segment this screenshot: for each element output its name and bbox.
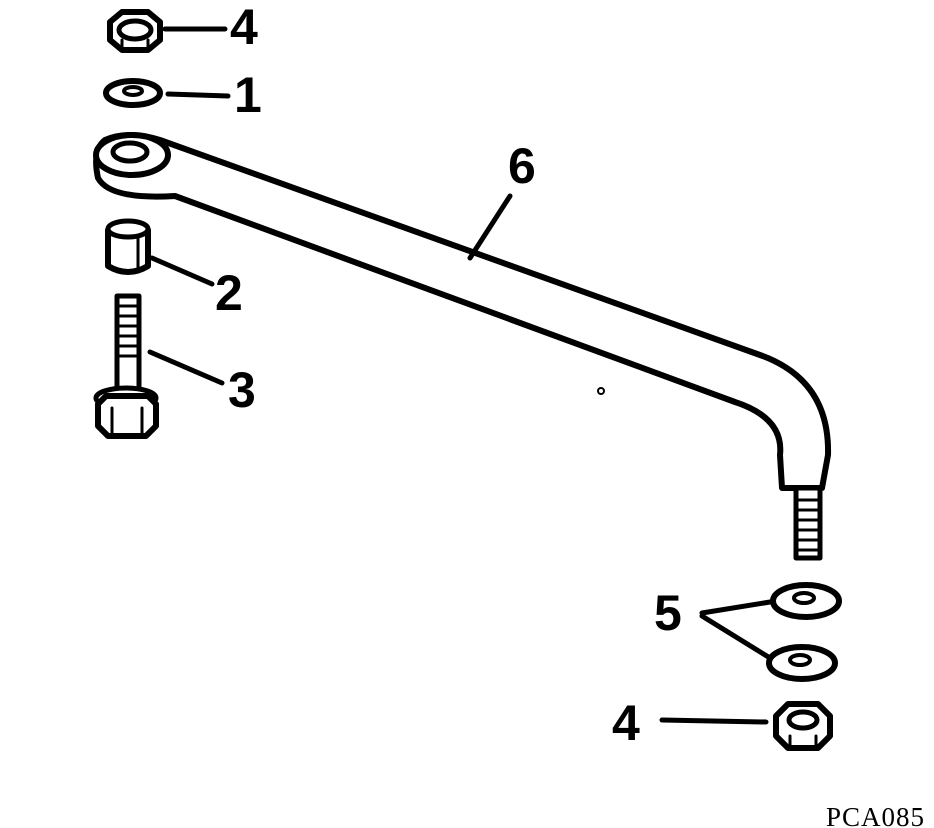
callout-nut-top: 4	[230, 0, 258, 55]
washer-top	[103, 78, 163, 108]
flange-bolt	[93, 293, 159, 439]
leader-washer-lower	[699, 613, 773, 661]
nut-top	[107, 9, 163, 53]
callout-nut-bottom: 4	[612, 695, 640, 751]
callout-bolt: 3	[228, 362, 256, 418]
callout-spacer: 2	[215, 265, 243, 321]
washer-bottom-upper	[770, 582, 842, 620]
callout-washers-bottom: 5	[654, 585, 682, 641]
spacer-sleeve	[105, 218, 151, 275]
washer-bottom-lower	[766, 644, 838, 682]
link-rod	[93, 132, 832, 561]
leader-washer-top	[165, 91, 231, 99]
leader-nut-bottom	[659, 717, 769, 725]
callout-washer-top: 1	[234, 67, 262, 123]
callout-link-rod: 6	[508, 138, 536, 194]
leader-bolt	[147, 349, 225, 386]
leader-link-rod	[467, 193, 513, 261]
leader-spacer	[149, 255, 215, 287]
leader-lines	[147, 26, 773, 725]
nut-bottom	[773, 701, 833, 751]
figure-code: PCA085	[826, 802, 925, 828]
leader-washer-upper	[699, 599, 773, 616]
